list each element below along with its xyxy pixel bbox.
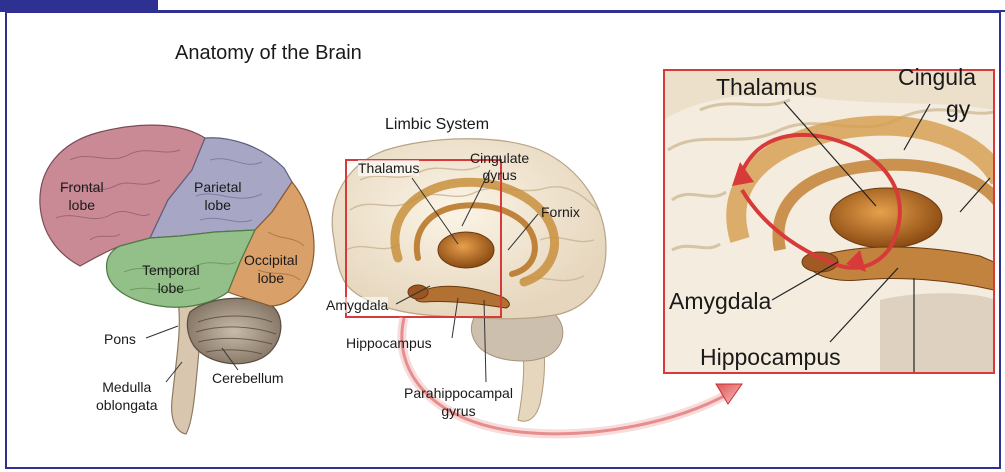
limbic-parahippocampal-label-line1: Parahippocampal [404,384,513,402]
cerebellum-label: Cerebellum [212,370,284,386]
medulla-label-line1: Medulla [96,378,158,396]
parietal-lobe-label-line1: Parietal [194,178,241,196]
parietal-lobe-label-line2: lobe [194,196,241,214]
temporal-lobe-label-line1: Temporal [142,261,200,279]
limbic-cingulate-label: Cingulate gyrus [470,150,529,184]
parietal-lobe-label: Parietal lobe [194,178,241,214]
zoom-cingulate-label-2: gy [946,96,992,123]
limbic-fornix-label: Fornix [541,204,580,220]
temporal-lobe-label: Temporal lobe [142,261,200,297]
frontal-lobe-label-line2: lobe [60,196,104,214]
frontal-lobe-label-line1: Frontal [60,178,104,196]
temporal-lobe-label-line2: lobe [142,279,200,297]
limbic-thalamus-label: Thalamus [358,160,419,176]
frontal-lobe-label: Frontal lobe [60,178,104,214]
zoom-amygdala-label: Amygdala [669,288,771,315]
pons-label: Pons [104,331,136,347]
limbic-cingulate-label-line2: gyrus [470,167,529,184]
medulla-label-line2: oblongata [96,396,158,414]
occipital-lobe-label-line2: lobe [244,269,298,287]
limbic-hippocampus-label: Hippocampus [346,335,432,351]
limbic-parahippocampal-label-line2: gyrus [404,402,513,420]
limbic-cingulate-label-line1: Cingulate [470,150,529,167]
medulla-label: Medulla oblongata [96,378,158,414]
anatomy-title: Anatomy of the Brain [175,42,362,65]
thalamus-shape [438,232,494,268]
zoom-cingulate-label: Cingula [898,64,992,91]
limbic-title: Limbic System [385,116,489,134]
zoom-hippocampus-label: Hippocampus [700,344,841,371]
occipital-lobe-label-line1: Occipital [244,251,298,269]
zoom-thalamus-label: Thalamus [716,74,817,101]
occipital-lobe-label: Occipital lobe [244,251,298,287]
limbic-parahippocampal-label: Parahippocampal gyrus [404,384,513,420]
limbic-amygdala-label: Amygdala [326,297,388,313]
